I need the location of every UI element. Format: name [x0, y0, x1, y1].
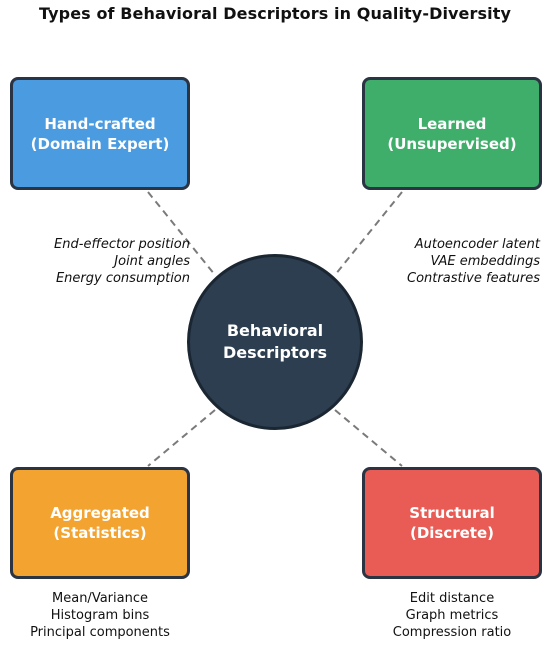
center-label-line2: Descriptors: [222, 343, 328, 362]
connector-hand-crafted: [147, 191, 216, 276]
category-hand-crafted: Hand-crafted (Domain Expert): [10, 77, 190, 190]
example-item: Joint angles: [114, 254, 190, 269]
category-name: Learned: [417, 114, 487, 133]
example-item: Contrastive features: [407, 271, 540, 286]
category-learned: Learned (Unsupervised): [362, 77, 542, 190]
category-subtitle: (Statistics): [53, 524, 147, 542]
category-name: Structural: [409, 504, 495, 522]
center-node: Behavioral Descriptors: [187, 254, 363, 430]
category-subtitle: (Domain Expert): [30, 134, 170, 153]
examples-hand-crafted: End-effector position Joint angles Energ…: [0, 236, 190, 287]
example-item: Edit distance: [409, 591, 495, 606]
examples-structural: Edit distance Graph metrics Compression …: [352, 590, 550, 641]
example-item: Principal components: [30, 625, 170, 640]
examples-learned: Autoencoder latent VAE embeddings Contra…: [360, 236, 540, 287]
example-item: Graph metrics: [405, 608, 499, 623]
diagram-title: Types of Behavioral Descriptors in Quali…: [39, 4, 511, 23]
category-subtitle: (Unsupervised): [387, 134, 517, 153]
connector-learned: [334, 191, 403, 276]
connector-aggregated: [147, 409, 216, 467]
connector-structural: [334, 409, 403, 467]
example-item: Autoencoder latent: [414, 237, 540, 252]
example-item: VAE embeddings: [430, 254, 540, 269]
example-item: Histogram bins: [50, 608, 150, 623]
category-aggregated: Aggregated (Statistics): [10, 467, 190, 579]
examples-aggregated: Mean/Variance Histogram bins Principal c…: [0, 590, 200, 641]
example-item: End-effector position: [54, 237, 190, 252]
example-item: Energy consumption: [55, 271, 190, 286]
category-subtitle: (Discrete): [409, 524, 495, 542]
category-name: Hand-crafted: [44, 114, 156, 133]
category-structural: Structural (Discrete): [362, 467, 542, 579]
category-name: Aggregated: [50, 504, 150, 522]
example-item: Mean/Variance: [52, 591, 148, 606]
center-label-line1: Behavioral: [226, 321, 324, 340]
example-item: Compression ratio: [392, 625, 512, 640]
